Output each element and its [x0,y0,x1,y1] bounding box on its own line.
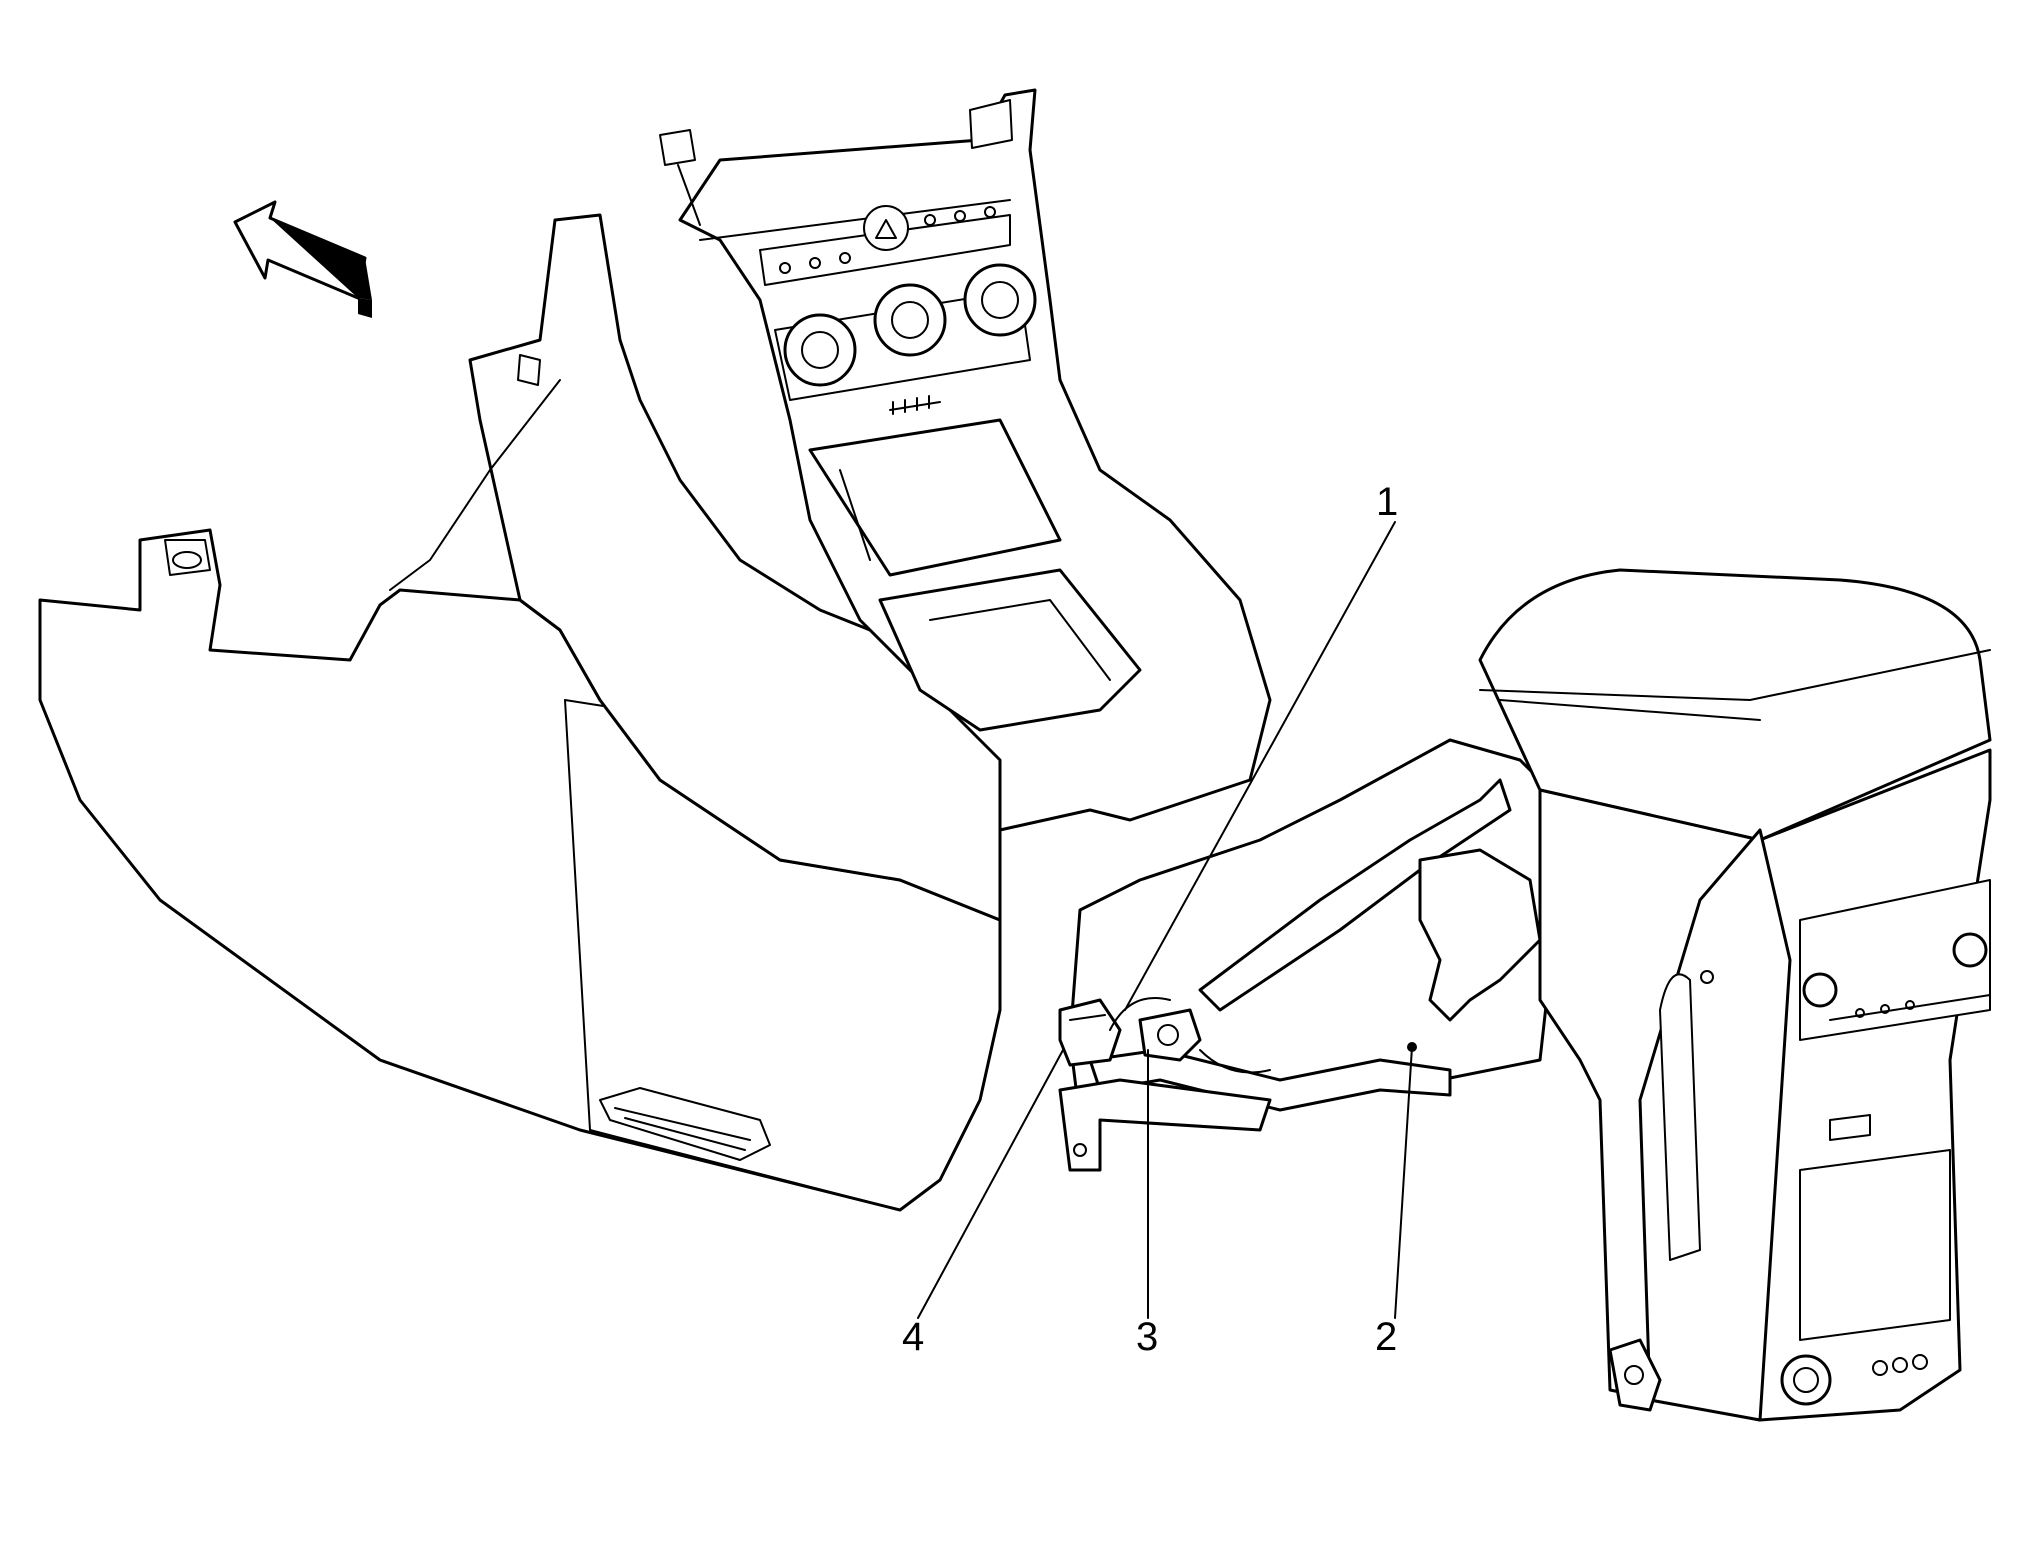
rear-console [1478,568,1992,1422]
callout-2: 2 [1375,1315,1397,1359]
callout-leaders [917,521,1417,1319]
console-body [389,88,1272,922]
wiring-harness [1058,738,1562,1172]
callout-1: 1 [1376,480,1398,524]
callout-3: 3 [1136,1315,1158,1359]
left-side-panel [38,528,1002,1212]
callout-labels: 1 2 3 4 [902,480,1398,1359]
direction-arrow-icon [233,200,372,318]
hazard-triangle-icon [875,219,897,239]
callout-4: 4 [902,1315,924,1359]
